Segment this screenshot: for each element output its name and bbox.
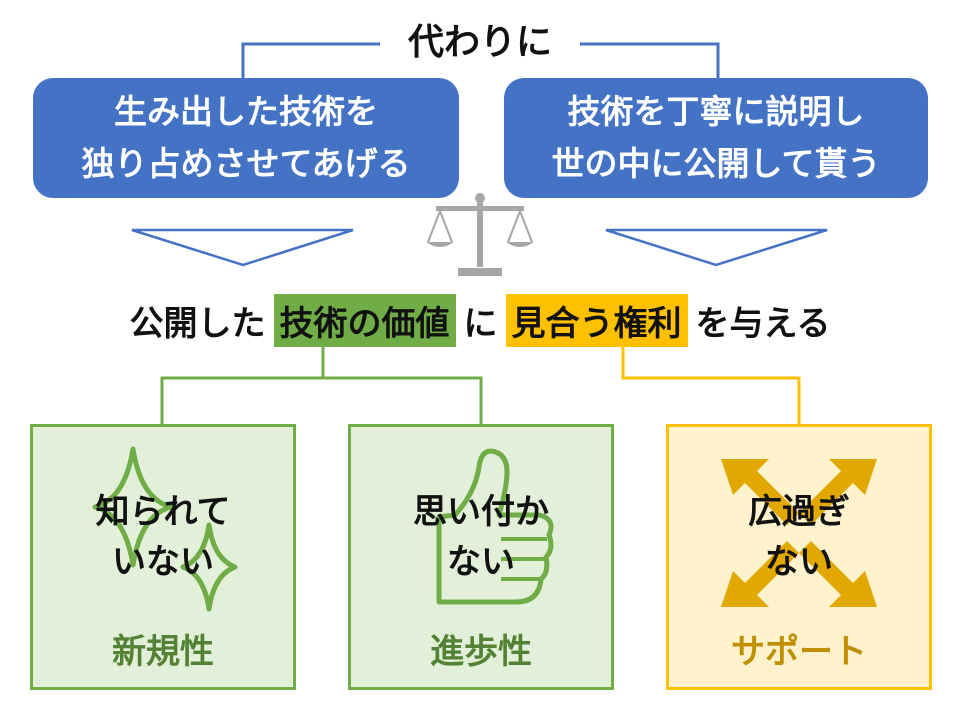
inventive-step-label: 進歩性 <box>351 624 611 673</box>
statement-connector: に <box>464 296 498 345</box>
exclusive-rights-line1: 生み出した技術を <box>33 86 459 138</box>
novelty-line1: 知られて <box>33 487 293 537</box>
disclosure-box: 技術を丁寧に説明し 世の中に公開して貰う <box>504 78 928 198</box>
novelty-description: 知られて いない <box>33 487 293 587</box>
exclusive-rights-box: 生み出した技術を 独り占めさせてあげる <box>33 78 459 198</box>
matching-right-highlight: 見合う権利 <box>506 294 688 347</box>
principle-statement: 公開した 技術の価値 に 見合う権利 を与える <box>0 290 960 350</box>
inventive-step-description: 思い付か ない <box>351 487 611 587</box>
left-down-arrow <box>132 230 353 265</box>
statement-suffix: を与える <box>696 296 831 345</box>
statement-prefix: 公開した <box>130 296 266 345</box>
support-description: 広過ぎ ない <box>669 487 929 587</box>
support-line2: ない <box>669 537 929 587</box>
novelty-label: 新規性 <box>33 624 293 673</box>
disclosure-line2: 世の中に公開して貰う <box>504 138 928 190</box>
top-right-connector <box>580 44 718 78</box>
inventive-step-card: 思い付か ない 進歩性 <box>348 424 614 690</box>
inventive-step-line2: ない <box>351 537 611 587</box>
disclosure-line1: 技術を丁寧に説明し <box>504 86 928 138</box>
top-left-connector <box>243 44 380 78</box>
novelty-line2: いない <box>33 537 293 587</box>
tech-value-highlight: 技術の価値 <box>274 294 456 347</box>
support-label: サポート <box>669 624 929 673</box>
exclusive-rights-line2: 独り占めさせてあげる <box>33 138 459 190</box>
support-line1: 広過ぎ <box>669 487 929 537</box>
inventive-step-line1: 思い付か <box>351 487 611 537</box>
right-down-arrow <box>606 230 827 265</box>
balance-scale-icon <box>422 190 538 280</box>
support-card: 広過ぎ ない サポート <box>666 424 932 690</box>
novelty-card: 知られて いない 新規性 <box>30 424 296 690</box>
top-title: 代わりに <box>380 18 580 68</box>
yellow-tree-connector <box>623 345 799 424</box>
green-tree-connector <box>162 378 481 424</box>
